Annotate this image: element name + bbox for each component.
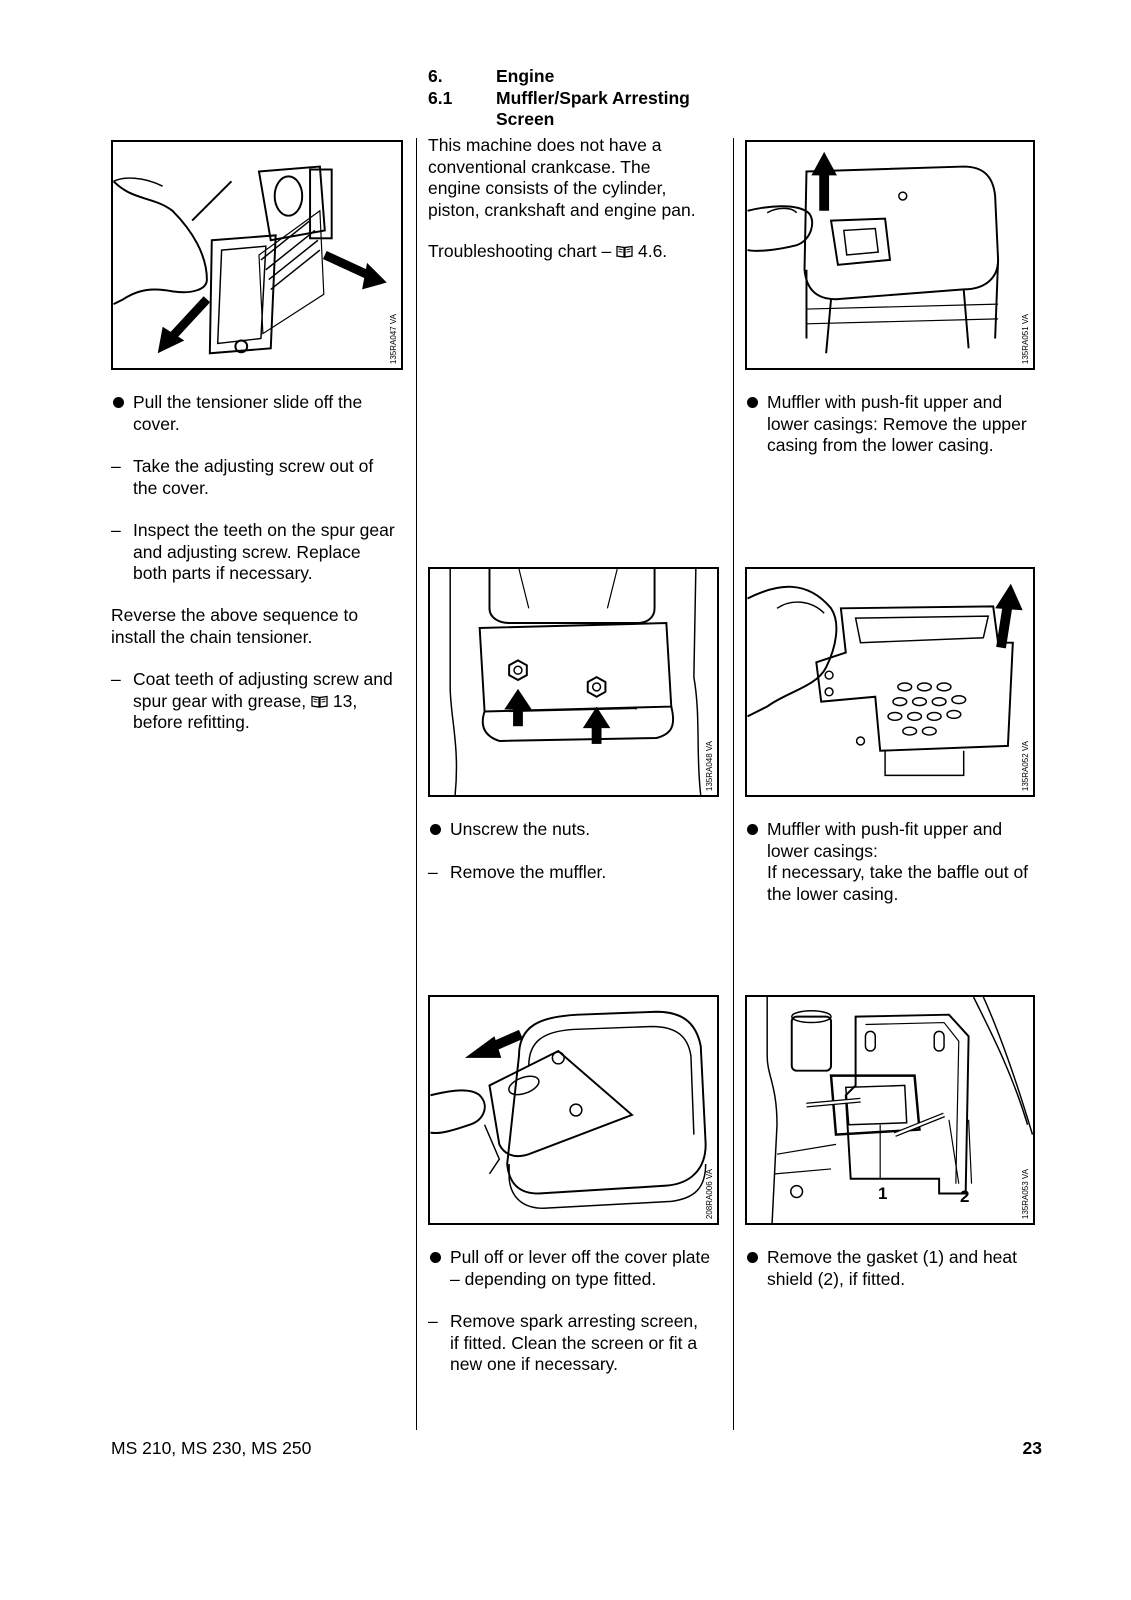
bullet-icon — [747, 1252, 758, 1263]
heading-num-6-1: 6.1 — [428, 87, 453, 108]
figure-code: 135RA053 VA — [1021, 1168, 1030, 1219]
figure-code: 135RA047 VA — [389, 313, 398, 364]
text-line: Remove the gasket (1) and heat — [767, 1247, 1018, 1267]
list-item: – Remove the muffler. — [428, 862, 728, 884]
heading-title-engine: Engine — [496, 66, 555, 86]
list-item: Pull the tensioner slide off the cover. — [111, 392, 411, 435]
figure-code: 135RA048 VA — [705, 740, 714, 791]
text-line: If necessary, take the baffle out of — [767, 862, 1029, 882]
figure-code: 135RA051 VA — [1021, 313, 1030, 364]
text-line: Pull the tensioner slide off the — [133, 392, 363, 412]
text-line: if fitted. Clean the screen or fit a — [450, 1332, 698, 1353]
grease-page-ref: 13, — [332, 690, 358, 711]
text-line: Unscrew the nuts. — [450, 819, 591, 839]
column-divider-left — [416, 138, 417, 1430]
text-line: shield (2), if fitted. — [767, 1268, 906, 1289]
text-line: Reverse the above sequence to — [111, 605, 359, 625]
grease-text: spur gear with grease, — [133, 690, 307, 711]
callout-label-2: 2 — [960, 1187, 970, 1206]
text-line: the lower casing. — [767, 883, 899, 904]
text-line: Take the adjusting screw out of — [133, 456, 374, 476]
dash-marker: – — [428, 862, 438, 882]
text-line: lower casings: — [767, 840, 878, 861]
tensioner-illustration — [113, 165, 387, 355]
bullet-icon — [747, 824, 758, 835]
bullet-icon — [430, 824, 441, 835]
intro-paragraph: This machine does not have a conventiona… — [428, 135, 728, 221]
figure-chain-tensioner: 135RA047 VA — [111, 140, 403, 370]
figure-muffler-baffle: 135RA052 VA — [745, 567, 1035, 797]
footer-models: MS 210, MS 230, MS 250 — [111, 1438, 312, 1458]
cover-plate-illustration — [430, 1010, 707, 1209]
text-line: new one if necessary. — [450, 1354, 618, 1374]
gasket-heat-shield-illustration — [766, 997, 1033, 1223]
bullet-icon — [747, 397, 758, 408]
section-heading: 6. Engine 6.1 Muffler/Spark Arresting Scre… — [428, 66, 728, 131]
text-line: the cover. — [133, 477, 209, 498]
text-line: both parts if necessary. — [133, 563, 313, 583]
intro-line: engine consists of the cylinder, — [428, 178, 667, 198]
text-line: – depending on type fitted. — [450, 1268, 657, 1289]
text-line: Muffler with push-fit upper and — [767, 819, 1003, 839]
text-line: spur gear with grease, 13, — [133, 691, 411, 713]
dash-marker: – — [428, 1311, 438, 1331]
heading-title-screen: Screen — [496, 109, 555, 129]
text-line: Pull off or lever off the cover plate — [450, 1247, 711, 1267]
list-item: Remove the gasket (1) and heat shield (2… — [745, 1247, 1045, 1290]
list-item: – Coat teeth of adjusting screw and spur… — [111, 669, 411, 734]
heading-num-6: 6. — [428, 66, 443, 86]
muffler-baffle-illustration — [747, 583, 1023, 777]
text-line: and adjusting screw. Replace — [133, 541, 361, 562]
figure-muffler-nuts: 135RA048 VA — [428, 567, 719, 797]
list-item: Muffler with push-fit upper and lower ca… — [745, 392, 1045, 457]
intro-line: This machine does not have a — [428, 135, 662, 155]
text-line: Remove the muffler. — [450, 862, 607, 882]
bullet-icon — [430, 1252, 441, 1263]
book-icon — [616, 245, 633, 258]
dash-marker: – — [111, 520, 121, 540]
troubleshooting-page: 4.6. — [637, 241, 668, 261]
figure-muffler-upper-casing: 135RA051 VA — [745, 140, 1035, 370]
figure-cover-plate: 208RA006 VA — [428, 995, 719, 1225]
list-item: Pull off or lever off the cover plate – … — [428, 1247, 728, 1290]
list-item: – Remove spark arresting screen, if fitt… — [428, 1311, 728, 1376]
dash-marker: – — [111, 669, 121, 689]
intro-line: conventional crankcase. The — [428, 156, 651, 177]
text-line: Coat teeth of adjusting screw and — [133, 669, 393, 689]
heading-title-muffler: Muffler/Spark Arresting — [496, 87, 690, 108]
list-item: – Inspect the teeth on the spur gear and… — [111, 520, 411, 585]
text-line: casing from the lower casing. — [767, 435, 994, 455]
text-line: Remove spark arresting screen, — [450, 1311, 699, 1331]
figure-gasket-heat-shield: 1 2 135RA053 VA — [745, 995, 1035, 1225]
book-icon — [311, 695, 328, 708]
list-item: – Take the adjusting screw out of the co… — [111, 456, 411, 499]
text-line: install the chain tensioner. — [111, 626, 313, 647]
callout-label-1: 1 — [878, 1184, 888, 1203]
text-line: Inspect the teeth on the spur gear — [133, 520, 395, 540]
page-number: 23 — [1022, 1438, 1042, 1458]
list-item: Muffler with push-fit upper and lower ca… — [745, 819, 1045, 905]
text-line: Muffler with push-fit upper and — [767, 392, 1003, 412]
paragraph: Reverse the above sequence to install th… — [111, 605, 411, 648]
text-line: before refitting. — [133, 712, 250, 732]
column-divider-right — [733, 138, 734, 1430]
troubleshooting-reference: Troubleshooting chart – 4.6. — [428, 241, 667, 263]
muffler-nuts-illustration — [449, 569, 702, 795]
intro-line: piston, crankshaft and engine pan. — [428, 199, 696, 220]
figure-code: 208RA006 VA — [705, 1168, 714, 1219]
dash-marker: – — [111, 456, 121, 476]
figure-code: 135RA052 VA — [1021, 740, 1030, 791]
list-item: Unscrew the nuts. — [428, 819, 728, 841]
bullet-icon — [113, 397, 124, 408]
muffler-upper-casing-illustration — [747, 151, 1000, 354]
text-line: cover. — [133, 413, 180, 434]
troubleshooting-text: Troubleshooting chart – — [428, 241, 612, 261]
text-line: lower casings: Remove the upper — [767, 413, 1027, 434]
